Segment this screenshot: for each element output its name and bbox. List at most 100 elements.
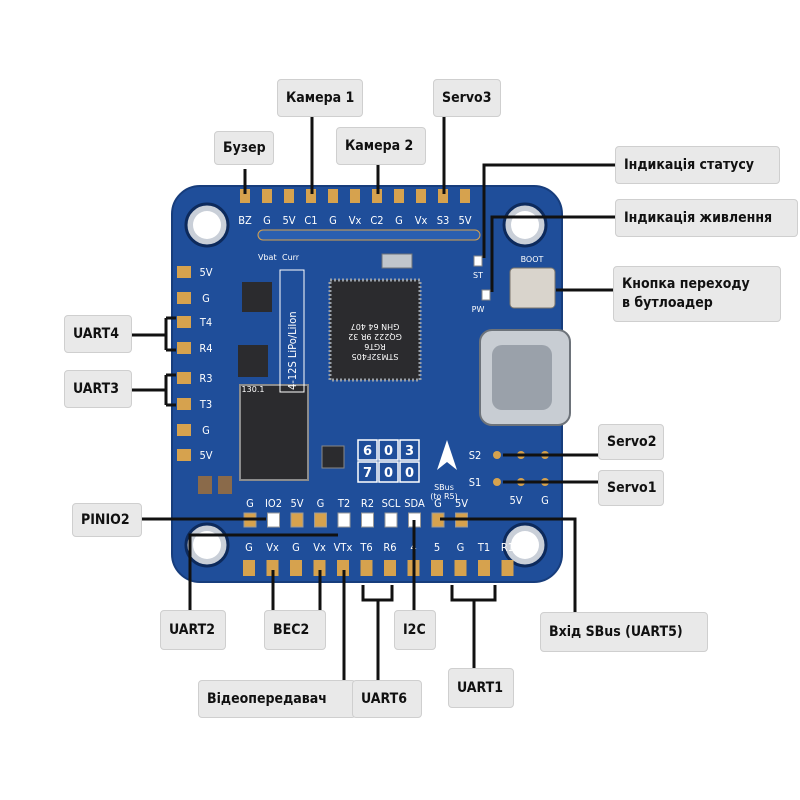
bottom-upper-pad xyxy=(267,512,280,528)
bottom-upper-pad-label: T2 xyxy=(337,497,350,510)
top-pad-label: BZ xyxy=(238,214,252,227)
bottom-lower-pad-label: R1 xyxy=(501,541,514,554)
bottom-lower-pad-label: G xyxy=(245,541,253,554)
bottom-lower-pad xyxy=(454,560,467,576)
capacitor-left xyxy=(198,476,212,494)
regulator-label: 130.1 xyxy=(242,385,265,394)
bottom-upper-pad xyxy=(337,512,351,528)
digit-label: 0 xyxy=(384,444,393,459)
bottom-upper-pad-label: SDA xyxy=(404,497,425,510)
callout-uart6: UART6 xyxy=(352,680,422,718)
callout-status-led: Індикація статусу xyxy=(615,146,780,184)
left-pad-label: R3 xyxy=(199,372,212,385)
left-pad xyxy=(177,316,191,328)
bottom-upper-pad xyxy=(314,512,327,528)
callout-i2c: I2C xyxy=(394,610,436,650)
top-pad xyxy=(438,189,448,203)
digit-label: 0 xyxy=(405,466,414,481)
bottom-lower-pad-label: R6 xyxy=(383,541,396,554)
callout-bec2: BEC2 xyxy=(264,610,326,650)
left-pad xyxy=(177,449,191,461)
top-pad-label: Vx xyxy=(349,214,362,227)
boot-button xyxy=(509,267,556,309)
left-pad-label: T4 xyxy=(199,316,212,329)
digit-cell xyxy=(399,461,420,483)
digit-label: 0 xyxy=(384,466,393,481)
chip-code-2: GHN 64 407 xyxy=(351,322,400,331)
sbus-sub-label: (to R5) xyxy=(430,492,457,501)
callout-camera1: Камера 1 xyxy=(277,79,363,117)
left-pad xyxy=(177,342,191,354)
right-pad-label: S2 xyxy=(469,449,482,462)
left-pad-label: R4 xyxy=(199,342,212,355)
bottom-lower-pad-label: T6 xyxy=(359,541,372,554)
digit-label: 6 xyxy=(363,444,372,459)
capacitor-right xyxy=(218,476,232,494)
chip-label: STM32F405 xyxy=(352,352,399,361)
board-label: 4-12S LiPo/LiIon xyxy=(286,311,299,390)
bottom-upper-pad-label: G xyxy=(246,497,254,510)
callout-sbus-input: Вхід SBus (UART5) xyxy=(540,612,708,652)
chip-code-1: GQ222 9R 32 xyxy=(348,332,402,341)
top-pad xyxy=(460,189,470,203)
top-pad-label: G xyxy=(329,214,337,227)
top-pad xyxy=(328,189,338,203)
gyro-chip xyxy=(321,445,345,469)
bottom-lower-pad xyxy=(337,560,349,576)
bottom-upper-pad-label: R2 xyxy=(361,497,374,510)
callout-uart2: UART2 xyxy=(160,610,226,650)
callout-servo2: Servo2 xyxy=(598,424,664,460)
digit-cell xyxy=(357,439,378,461)
digit-cell xyxy=(399,439,420,461)
callout-boot-line2: в бутлоадер xyxy=(622,295,713,311)
callout-pinio2: PINIO2 xyxy=(72,503,142,537)
sbus-g-label: G xyxy=(541,494,549,507)
bottom-upper-pad-label: IO2 xyxy=(265,497,282,510)
top-pad-label: G xyxy=(263,214,271,227)
bottom-lower-pad-label: 5 xyxy=(434,541,440,554)
top-pad xyxy=(284,189,294,203)
left-pad-label: G xyxy=(202,292,210,305)
top-pad xyxy=(372,189,382,203)
leader-lines xyxy=(130,117,615,690)
left-pad-label: 5V xyxy=(199,449,212,462)
top-pad xyxy=(416,189,426,203)
callout-uart3: UART3 xyxy=(64,370,132,408)
callout-servo1: Servo1 xyxy=(598,470,664,506)
bottom-upper-pad-label: 5V xyxy=(455,497,468,510)
sbus-5v-label: 5V xyxy=(509,494,522,507)
usb-c-opening xyxy=(492,345,552,410)
callout-servo3: Servo3 xyxy=(433,79,501,117)
callout-boot-line1: Кнопка переходу xyxy=(622,276,750,292)
bottom-upper-pad-label: 5V xyxy=(290,497,303,510)
digit-cell xyxy=(378,439,399,461)
left-pad xyxy=(177,292,191,304)
bottom-lower-pad-label: T1 xyxy=(477,541,490,554)
pw-label: PW xyxy=(472,305,485,314)
right-pad xyxy=(493,451,501,459)
bottom-lower-pad xyxy=(501,560,514,576)
bottom-upper-pad-label: G xyxy=(434,497,442,510)
callout-buzzer: Бузер xyxy=(214,131,274,165)
digit-label: 7 xyxy=(363,466,372,481)
bottom-lower-pad-label: G xyxy=(457,541,465,554)
callout-vtx: Відеопередавач xyxy=(198,680,356,718)
left-pad xyxy=(177,266,191,278)
top-pad-label: G xyxy=(395,214,403,227)
oscillator xyxy=(381,253,413,269)
mcu-chip xyxy=(328,278,422,382)
bottom-lower-pad-label: G xyxy=(292,541,300,554)
left-pad xyxy=(177,398,191,410)
digit-cell xyxy=(378,461,399,483)
right-pad-label: S1 xyxy=(469,476,482,489)
bottom-upper-pad xyxy=(290,512,304,528)
bottom-upper-pad-label: SCL xyxy=(382,497,401,510)
top-pad-label: Vx xyxy=(415,214,428,227)
right-pad xyxy=(493,478,501,486)
board-label-box xyxy=(279,269,305,393)
callout-uart1: UART1 xyxy=(448,668,514,708)
callout-camera2: Камера 2 xyxy=(336,127,426,165)
bottom-lower-pad-label: VTx xyxy=(334,541,353,554)
top-pad xyxy=(394,189,404,203)
